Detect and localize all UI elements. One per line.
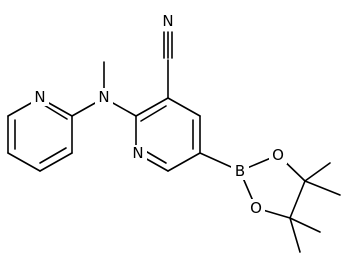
- atom-labels: N N N N B O O: [31, 12, 287, 217]
- atom-o-upper-label: O: [272, 146, 284, 164]
- bond-right-ring-4: [167, 152, 201, 172]
- atom-n-nitrile: N: [159, 12, 177, 30]
- bond-methyl-3: [289, 217, 321, 233]
- atom-n-pyridine-right: N: [129, 144, 147, 163]
- atom-o-upper: O: [269, 146, 287, 164]
- atom-n-amine-label: N: [98, 88, 109, 106]
- bond-right-ring-1: [135, 97, 169, 117]
- atom-n-amine: N: [95, 88, 113, 106]
- atom-b-boron-label: B: [235, 162, 245, 180]
- bond-c-c: [289, 180, 306, 219]
- atom-b-boron: B: [231, 162, 249, 180]
- bond-methyl-2: [304, 180, 341, 196]
- bond-left-ring-3: [39, 152, 73, 172]
- atom-o-lower: O: [247, 199, 265, 217]
- bond-left-ring-4: [7, 152, 41, 172]
- atom-n-pyridine-right-label: N: [132, 144, 143, 162]
- atom-n-pyridine-left-label: N: [34, 88, 45, 106]
- bonds: [7, 31, 341, 253]
- bond-left-ring-1-inner: [43, 104, 68, 120]
- bond-methyl-4: [289, 217, 301, 253]
- atom-o-lower-label: O: [250, 199, 262, 217]
- bond-methyl-1: [304, 162, 331, 182]
- bond-right-ring-1-inner: [140, 105, 167, 122]
- atom-n-pyridine-left: N: [31, 88, 49, 106]
- atom-n-nitrile-label: N: [162, 12, 173, 30]
- bond-right-ring-2: [167, 97, 201, 117]
- bond-left-ring-3-inner: [39, 147, 67, 164]
